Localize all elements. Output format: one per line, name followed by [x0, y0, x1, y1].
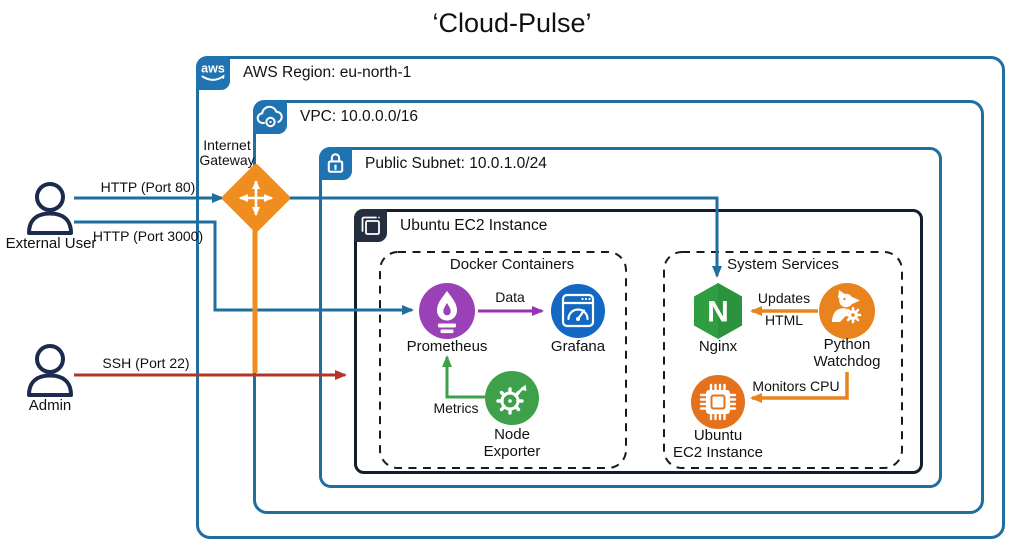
node-exporter-icon — [485, 371, 539, 425]
prometheus-icon — [419, 283, 475, 339]
grafana-label: Grafana — [550, 338, 606, 355]
svg-text:aws: aws — [201, 62, 225, 76]
svg-text:N: N — [707, 296, 729, 329]
diagram-title: ‘Cloud-Pulse’ — [432, 8, 592, 38]
python-watchdog-label: Python Watchdog — [813, 336, 881, 370]
admin-icon — [27, 344, 73, 397]
http3000-label: HTTP (Port 3000) — [92, 228, 204, 244]
nginx-label: Nginx — [698, 338, 738, 355]
ubuntu-ec2-chip-icon — [691, 375, 745, 429]
metrics-label: Metrics — [433, 400, 479, 416]
monitors-cpu-label: Monitors CPU — [752, 378, 840, 394]
docker-containers-title: Docker Containers — [449, 256, 575, 273]
aws-region-label: AWS Region: eu-north-1 — [243, 64, 412, 81]
external-user-icon — [27, 182, 73, 235]
ssh-label: SSH (Port 22) — [102, 355, 190, 371]
prometheus-label: Prometheus — [406, 338, 488, 355]
http80-label: HTTP (Port 80) — [100, 179, 196, 195]
aws-logo-icon: aws — [196, 56, 230, 90]
system-services-title: System Services — [727, 256, 839, 273]
lock-icon — [319, 147, 352, 180]
node-exporter-label: Node Exporter — [483, 426, 541, 460]
external-user-label: External User — [5, 235, 97, 252]
nginx-icon: N — [690, 282, 746, 340]
admin-label: Admin — [28, 397, 72, 414]
aws-region-header: aws AWS Region: eu-north-1 — [196, 56, 411, 90]
vpc-header: VPC: 10.0.0.0/16 — [253, 100, 418, 134]
data-label: Data — [495, 289, 525, 305]
ubuntu-instance-label: Ubuntu EC2 Instance — [672, 427, 764, 461]
python-watchdog-icon — [819, 283, 875, 339]
public-subnet-box: Public Subnet: 10.0.1.0/24 — [319, 147, 942, 488]
ec2-chip-icon — [354, 209, 387, 242]
vpc-cloud-icon — [253, 100, 287, 134]
ec2-header: Ubuntu EC2 Instance — [354, 209, 547, 242]
grafana-icon — [551, 284, 605, 338]
subnet-label: Public Subnet: 10.0.1.0/24 — [365, 154, 547, 172]
internet-gateway-label: Internet Gateway — [199, 137, 255, 168]
subnet-header: Public Subnet: 10.0.1.0/24 — [319, 147, 547, 180]
ec2-label: Ubuntu EC2 Instance — [400, 216, 548, 234]
html-label: HTML — [764, 312, 804, 328]
updates-label: Updates — [757, 290, 811, 306]
vpc-label: VPC: 10.0.0.0/16 — [300, 108, 419, 125]
